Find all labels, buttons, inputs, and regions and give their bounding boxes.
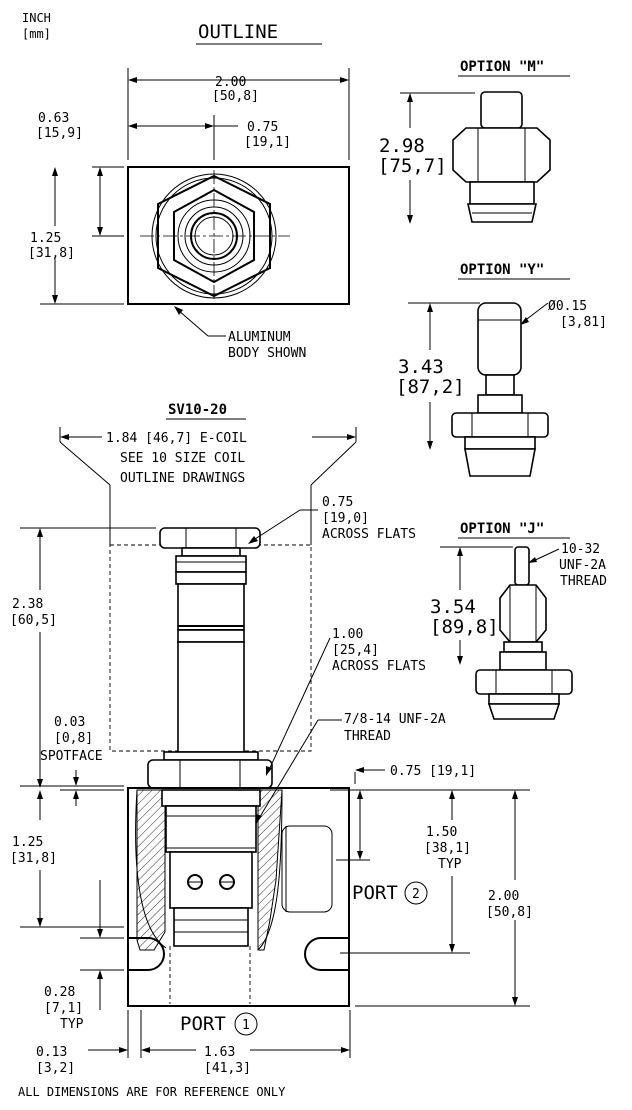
option-y: OPTION "Y" 3.43 [87,2] Ø0.15 [3,81] (396, 262, 607, 477)
side-height-in: 2.38 (12, 597, 43, 612)
mount-in: 1.63 (204, 1045, 235, 1060)
side-height-mm: [60,5] (10, 613, 57, 628)
option-j-len-mm: [89,8] (430, 616, 499, 638)
port2-number: 2 (412, 887, 420, 902)
port2-label: PORT (352, 882, 398, 904)
top-center-mm: [19,1] (244, 135, 291, 150)
port1-number: 1 (242, 1018, 250, 1033)
coil-line1: 1.84 [46,7] E-COIL (106, 431, 247, 446)
top-view-body (127, 166, 350, 305)
top-width-mm: [50,8] (212, 89, 259, 104)
port-in: 1.50 (426, 825, 457, 840)
body-mm: [50,8] (486, 905, 533, 920)
thread-line2: THREAD (344, 729, 391, 744)
option-j-thread1: 10-32 (561, 542, 600, 557)
top-center-in: 0.75 (247, 120, 278, 135)
port-typ: TYP (438, 857, 462, 872)
spot-note: SPOTFACE (40, 749, 103, 764)
port2-dist: 0.75 [19,1] (390, 764, 476, 779)
top-note-body-shown: BODY SHOWN (228, 346, 306, 361)
side-view-body (127, 787, 350, 1007)
top-offset-mm: [15,9] (36, 126, 83, 141)
port-mm: [38,1] (424, 841, 471, 856)
flats2-mm: [25,4] (332, 643, 379, 658)
option-y-len-mm: [87,2] (396, 376, 465, 398)
flats2-in: 1.00 (332, 627, 363, 642)
option-j: OPTION "J" 3.54 [89,8] 10-32 UNF-2A THRE… (430, 521, 607, 720)
option-j-thread2: UNF-2A (559, 558, 606, 573)
side-view: SV10-20 1.84 [46,7] E-COIL SEE 10 SIZE C… (10, 402, 533, 1076)
spot-mm: [0,8] (54, 731, 93, 746)
option-m-title: OPTION "M" (460, 59, 544, 75)
edge-in: 0.13 (36, 1045, 67, 1060)
top-width-in: 2.00 (215, 75, 246, 90)
units-inch: INCH (22, 11, 51, 25)
option-j-len-in: 3.54 (430, 596, 476, 618)
page-title: OUTLINE (198, 21, 278, 43)
top-height-mm: [31,8] (28, 246, 75, 261)
option-j-thread3: THREAD (560, 574, 607, 589)
coil-line3: OUTLINE DRAWINGS (120, 471, 245, 486)
flats1-note: ACROSS FLATS (322, 527, 416, 542)
spot-in: 0.03 (54, 715, 85, 730)
option-m-len-in: 2.98 (379, 135, 425, 157)
side-depth-in: 1.25 (12, 835, 43, 850)
slot-typ: TYP (60, 1017, 84, 1032)
side-depth-mm: [31,8] (10, 851, 57, 866)
top-note-aluminum: ALUMINUM (228, 330, 291, 345)
edge-mm: [3,2] (36, 1061, 75, 1076)
flats1-mm: [19,0] (322, 511, 369, 526)
option-m-len-mm: [75,7] (378, 155, 447, 177)
top-view: 2.00 [50,8] 0.75 [19,1] 0.63 [15,9] 1.25… (28, 68, 350, 361)
side-title: SV10-20 (168, 402, 227, 418)
units-mm: [mm] (22, 27, 51, 41)
footer-note: ALL DIMENSIONS ARE FOR REFERENCE ONLY (18, 1085, 286, 1099)
thread-line1: 7/8-14 UNF-2A (344, 712, 446, 727)
top-offset-in: 0.63 (38, 111, 69, 126)
option-j-title: OPTION "J" (460, 521, 544, 537)
option-m: OPTION "M" 2.98 [75,7] (378, 59, 570, 224)
body-in: 2.00 (488, 889, 519, 904)
flats1-in: 0.75 (322, 495, 353, 510)
mount-mm: [41,3] (204, 1061, 251, 1076)
option-y-len-in: 3.43 (398, 356, 444, 378)
option-y-dia: Ø0.15 (548, 299, 587, 314)
top-height-in: 1.25 (30, 231, 61, 246)
slot-in: 0.28 (44, 985, 75, 1000)
flats2-note: ACROSS FLATS (332, 659, 426, 674)
port1-label: PORT (180, 1013, 226, 1035)
option-y-dia-mm: [3,81] (560, 315, 607, 330)
slot-mm: [7,1] (44, 1001, 83, 1016)
coil-line2: SEE 10 SIZE COIL (120, 451, 245, 466)
option-y-title: OPTION "Y" (460, 262, 544, 278)
